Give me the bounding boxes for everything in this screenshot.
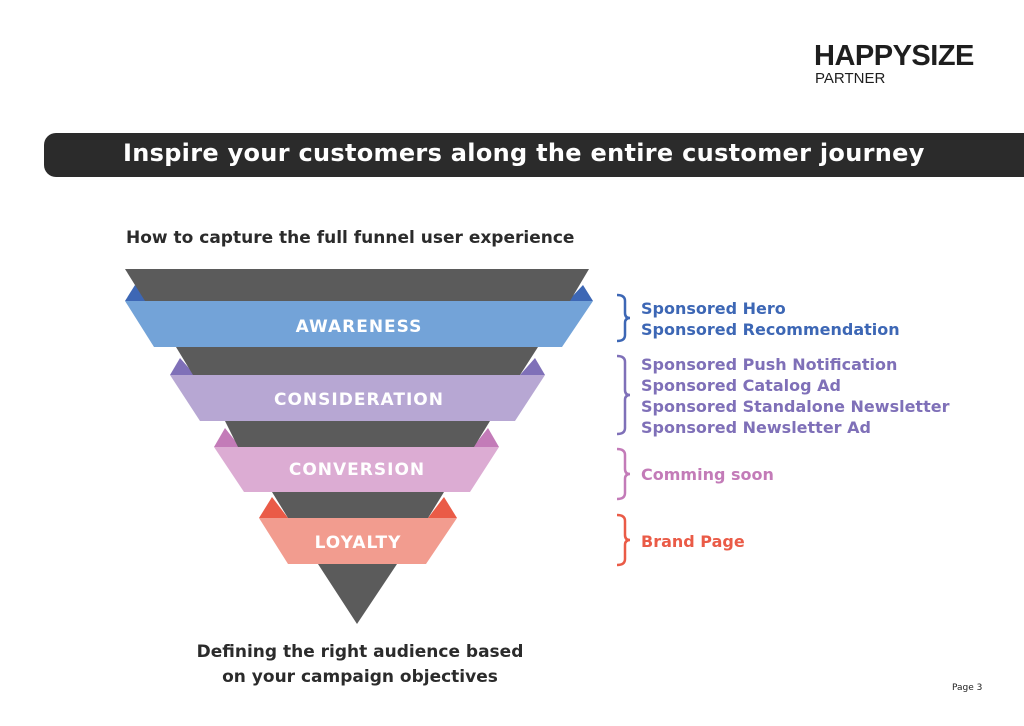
- awareness-accent-right: [568, 285, 593, 301]
- page-title: Inspire your customers along the entire …: [123, 139, 925, 167]
- logo: HAPPYSIZE: [814, 40, 974, 72]
- funnel-subtitle: How to capture the full funnel user expe…: [126, 228, 575, 248]
- funnel-tip: [318, 564, 397, 624]
- conversion-accent-right: [473, 428, 499, 447]
- product-item: Brand Page: [641, 532, 745, 551]
- product-item: Sponsored Standalone Newsletter: [641, 397, 950, 416]
- product-item: Sponsored Recommendation: [641, 320, 900, 339]
- title-banner: [44, 133, 1024, 177]
- conversion-accent-left: [214, 428, 240, 447]
- funnel-dark-band: [176, 347, 538, 375]
- product-item: Sponsored Push Notification: [641, 355, 898, 374]
- funnel-caption: Defining the right audience based on you…: [160, 640, 560, 690]
- stage-label-awareness: AWARENESS: [296, 317, 423, 337]
- consideration-accent-left: [170, 358, 195, 375]
- product-item: Comming soon: [641, 465, 774, 484]
- stage-label-conversion: CONVERSION: [289, 460, 425, 480]
- brace-awareness: [616, 293, 631, 343]
- loyalty-accent-right: [428, 497, 457, 518]
- conversion-products: Comming soon: [641, 464, 774, 485]
- consideration-products: Sponsored Push Notification Sponsored Ca…: [641, 354, 949, 438]
- product-item: Sponsored Newsletter Ad: [641, 418, 871, 437]
- loyalty-products: Brand Page: [641, 531, 745, 552]
- caption-line: on your campaign objectives: [222, 667, 498, 687]
- stage-label-consideration: CONSIDERATION: [274, 390, 444, 410]
- product-item: Sponsored Hero: [641, 299, 786, 318]
- loyalty-accent-left: [259, 497, 288, 518]
- conversion-band: [214, 447, 499, 492]
- brace-conversion: [616, 447, 631, 501]
- funnel-dark-band: [125, 269, 589, 301]
- consideration-accent-right: [520, 358, 545, 375]
- funnel-dark-band: [225, 421, 490, 447]
- product-item: Sponsored Catalog Ad: [641, 376, 841, 395]
- loyalty-band: [259, 518, 457, 564]
- stage-label-loyalty: LOYALTY: [315, 533, 402, 553]
- page-number: Page 3: [952, 683, 983, 693]
- logo-subtitle: PARTNER: [815, 70, 886, 87]
- awareness-products: Sponsored Hero Sponsored Recommendation: [641, 298, 900, 340]
- consideration-band: [170, 375, 545, 421]
- brace-consideration: [616, 354, 631, 436]
- brace-loyalty: [616, 513, 631, 567]
- funnel-dark-band: [272, 492, 444, 518]
- caption-line: Defining the right audience based: [196, 642, 524, 662]
- awareness-band: [125, 301, 593, 347]
